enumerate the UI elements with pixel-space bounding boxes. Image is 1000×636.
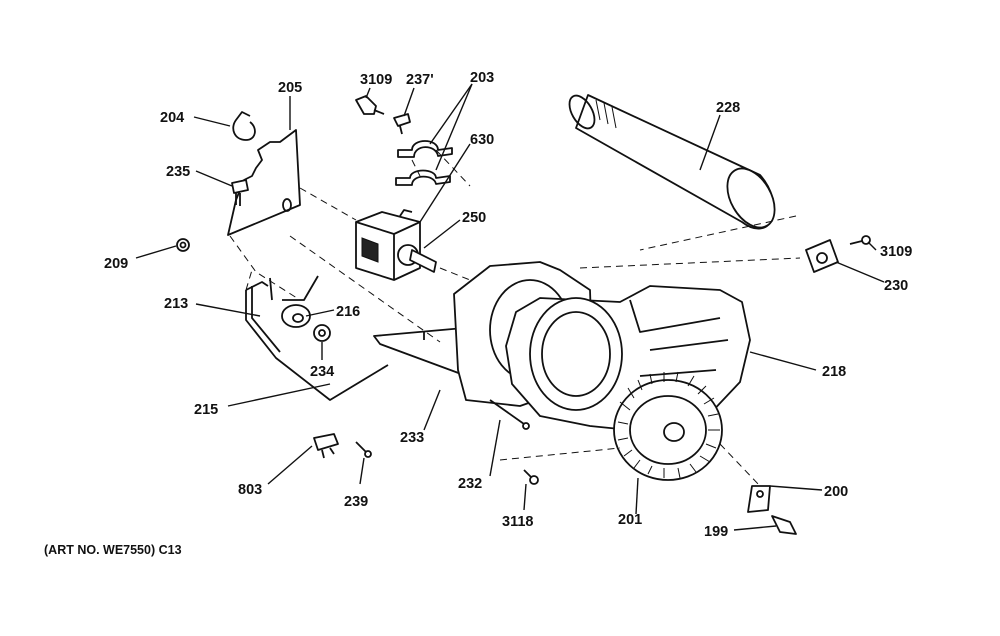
- label-233: 233: [400, 430, 424, 446]
- label-232: 232: [458, 476, 482, 492]
- label-209: 209: [104, 256, 128, 272]
- part-bolt-199: [771, 515, 797, 535]
- label-239: 239: [344, 494, 368, 510]
- part-mounting-bracket: [227, 129, 301, 236]
- leader-lines: [135, 83, 885, 531]
- label-234: 234: [310, 364, 334, 380]
- part-bracket-200: [747, 485, 771, 513]
- label-203: 203: [470, 70, 494, 86]
- label-218: 218: [822, 364, 846, 380]
- part-screw-235: [231, 179, 249, 206]
- part-fitting-230: [805, 239, 839, 273]
- part-screw-3109-top: [355, 95, 385, 115]
- label-199: 199: [704, 524, 728, 540]
- assembly-guide-lines: [229, 149, 801, 487]
- label-237: 237': [406, 72, 434, 88]
- label-3118: 3118: [502, 514, 533, 530]
- part-pulley-216: [281, 275, 319, 328]
- part-timer-250: [355, 209, 437, 281]
- label-216: 216: [336, 304, 360, 320]
- part-duct-tube: [568, 94, 776, 230]
- part-screw-3109-right: [849, 235, 871, 245]
- part-clamp-upper: [397, 140, 453, 158]
- label-205: 205: [278, 80, 302, 96]
- label-630: 630: [470, 132, 494, 148]
- art-number-caption: (ART NO. WE7550) C13: [44, 543, 182, 557]
- label-201: 201: [618, 512, 642, 528]
- label-230: 230: [884, 278, 908, 294]
- part-nut-209: [176, 238, 190, 252]
- label-235: 235: [166, 164, 190, 180]
- part-switch-803: [313, 433, 339, 459]
- label-3109-right: 3109: [880, 244, 912, 260]
- part-rod-232: [489, 399, 530, 430]
- label-200: 200: [824, 484, 848, 500]
- part-nut-234: [313, 324, 331, 342]
- part-clamp-lower: [395, 169, 451, 186]
- part-screw-3118: [523, 469, 539, 485]
- label-213: 213: [164, 296, 188, 312]
- label-3109-top: 3109: [360, 72, 392, 88]
- label-803: 803: [238, 482, 262, 498]
- label-250: 250: [462, 210, 486, 226]
- label-215: 215: [194, 402, 218, 418]
- part-screw-237: [393, 113, 411, 135]
- label-204: 204: [160, 110, 184, 126]
- part-blower-wheel-201: [613, 371, 723, 481]
- part-labels: 204 205 235 3109 237' 203 630 228 250 20…: [104, 70, 912, 540]
- part-wire-clip: [232, 111, 256, 141]
- label-228: 228: [716, 100, 740, 116]
- part-screw-239: [355, 441, 372, 458]
